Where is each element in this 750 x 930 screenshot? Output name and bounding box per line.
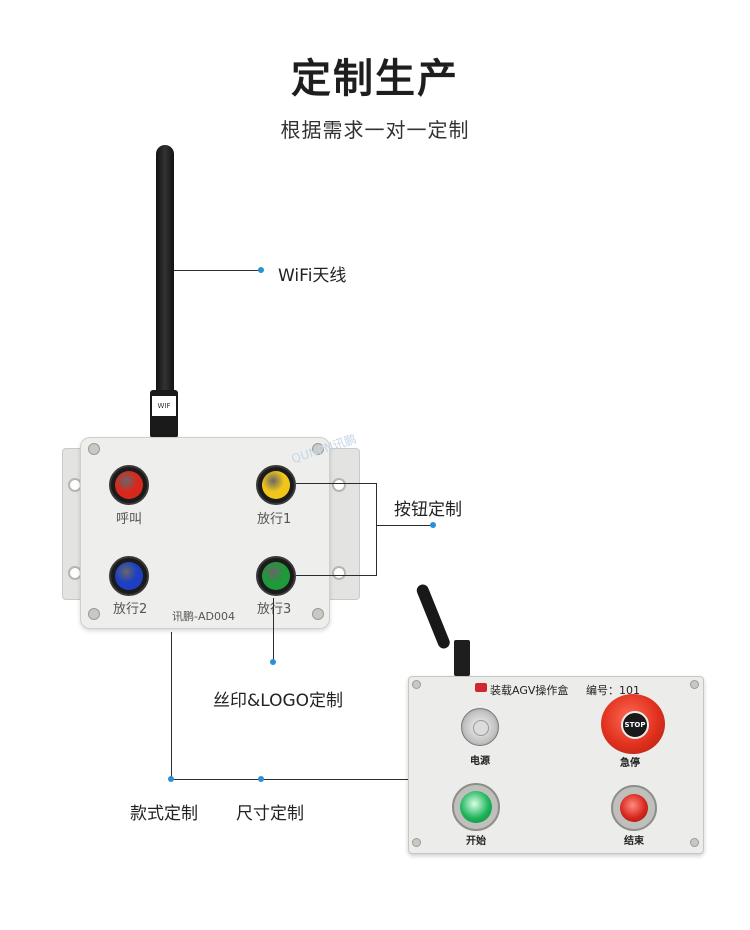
- callout-dot: [168, 776, 174, 782]
- page-subtitle: 根据需求一对一定制: [280, 118, 470, 142]
- call-button-lens: [115, 471, 143, 499]
- end-button-lens: [620, 794, 648, 822]
- callout-line: [376, 483, 377, 576]
- release3-button[interactable]: [256, 556, 296, 596]
- callout-dot: [430, 522, 436, 528]
- screw: [312, 608, 324, 620]
- power-switch-knob: [473, 720, 489, 736]
- screw: [88, 443, 100, 455]
- release3-button-lens: [262, 562, 290, 590]
- stop-text: STOP: [624, 721, 646, 729]
- start-label: 开始: [466, 836, 486, 847]
- button-custom-callout: 按钮定制: [394, 500, 462, 520]
- end-label: 结束: [624, 836, 644, 847]
- device2-number: 编号：101: [586, 684, 640, 697]
- release2-button-lens: [115, 562, 143, 590]
- style-custom-callout: 款式定制: [130, 804, 198, 824]
- page-title: 定制生产: [291, 56, 459, 102]
- release2-button-label: 放行2: [113, 602, 148, 617]
- model-label: 讯鹏-AD004: [172, 610, 235, 623]
- estop-label: 急停: [620, 758, 640, 769]
- start-button-lens: [460, 791, 492, 823]
- call-button-label: 呼叫: [116, 512, 143, 527]
- end-button[interactable]: [611, 785, 657, 831]
- wifi-antenna: [156, 145, 174, 395]
- silkscreen-logo-callout: 丝印&LOGO定制: [213, 691, 344, 711]
- power-switch[interactable]: [461, 708, 499, 746]
- device2-enclosure: [408, 676, 704, 854]
- device2-antenna: [414, 582, 452, 651]
- screw: [312, 443, 324, 455]
- screw: [690, 680, 699, 689]
- screw: [690, 838, 699, 847]
- callout-dot: [258, 267, 264, 273]
- screw: [412, 680, 421, 689]
- release1-button-label: 放行1: [257, 512, 292, 527]
- size-custom-callout: 尺寸定制: [236, 804, 304, 824]
- callout-line: [376, 525, 432, 526]
- callout-line: [296, 483, 376, 484]
- screw: [88, 608, 100, 620]
- callout-dot: [258, 776, 264, 782]
- callout-line: [296, 575, 376, 576]
- callout-line: [174, 270, 260, 271]
- call-button[interactable]: [109, 465, 149, 505]
- device2-title: 装载AGV操作盒: [490, 684, 569, 697]
- callout-line: [171, 632, 172, 780]
- antenna-sticker: WIF: [152, 396, 176, 416]
- release3-button-label: 放行3: [257, 602, 292, 617]
- device2-antenna-base: [454, 640, 470, 676]
- screw: [412, 838, 421, 847]
- callout-line: [273, 598, 274, 662]
- callout-dot: [270, 659, 276, 665]
- stop-badge: STOP: [621, 711, 649, 739]
- callout-line: [171, 779, 408, 780]
- wifi-antenna-callout: WiFi天线: [278, 266, 347, 286]
- emergency-stop-button[interactable]: STOP: [601, 694, 665, 754]
- power-label: 电源: [470, 756, 490, 767]
- release1-button-lens: [262, 471, 290, 499]
- mount-hole: [332, 478, 346, 492]
- brand-logo-icon: [475, 683, 487, 692]
- mount-hole: [332, 566, 346, 580]
- release2-button[interactable]: [109, 556, 149, 596]
- release1-button[interactable]: [256, 465, 296, 505]
- start-button[interactable]: [452, 783, 500, 831]
